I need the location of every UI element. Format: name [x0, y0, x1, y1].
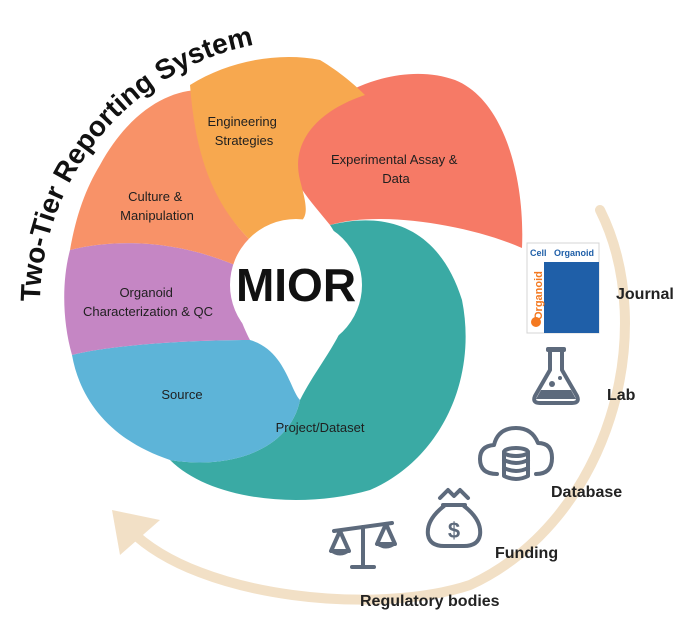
segment-label-engineering: Engineering Strategies	[207, 114, 280, 148]
segment-culture-manipulation	[70, 90, 250, 265]
money-bag-icon: $	[425, 488, 483, 548]
center-label: MIOR	[236, 259, 356, 311]
segment-engineering-strategies	[190, 57, 365, 241]
segment-label-experimental: Experimental Assay & Data	[331, 152, 461, 186]
svg-text:Organoid: Organoid	[554, 248, 594, 258]
balance-scale-icon	[329, 521, 397, 569]
swirl	[64, 57, 523, 501]
svg-text:$: $	[448, 518, 460, 543]
segment-experimental-assay	[285, 73, 523, 248]
flask-icon	[532, 347, 580, 405]
segment-label-culture: Culture & Manipulation	[120, 189, 194, 223]
segment-project-dataset	[170, 220, 466, 501]
segment-label-source: Source	[161, 387, 202, 402]
segment-source	[72, 340, 300, 463]
external-label-regulatory: Regulatory bodies	[360, 593, 500, 610]
external-label-funding: Funding	[495, 545, 558, 562]
segment-label-organoid: Organoid Characterization & QC	[83, 285, 213, 319]
cloud-database-icon	[478, 426, 554, 481]
segment-organoid-characterization	[64, 243, 250, 355]
center-circle: MIOR	[230, 219, 362, 351]
external-label-lab: Lab	[607, 387, 636, 404]
outer-cycle-arrow	[112, 205, 630, 605]
external-label-database: Database	[551, 484, 622, 501]
segment-label-project: Project/Dataset	[276, 420, 365, 435]
segment-labels: Engineering Strategies Experimental Assa…	[83, 114, 461, 435]
svg-text:Organoid: Organoid	[533, 271, 545, 320]
journal-cover-icon: Cell Organoid Organoid	[526, 242, 600, 334]
svg-text:Cell: Cell	[530, 248, 547, 258]
external-label-journal: Journal	[616, 286, 674, 303]
